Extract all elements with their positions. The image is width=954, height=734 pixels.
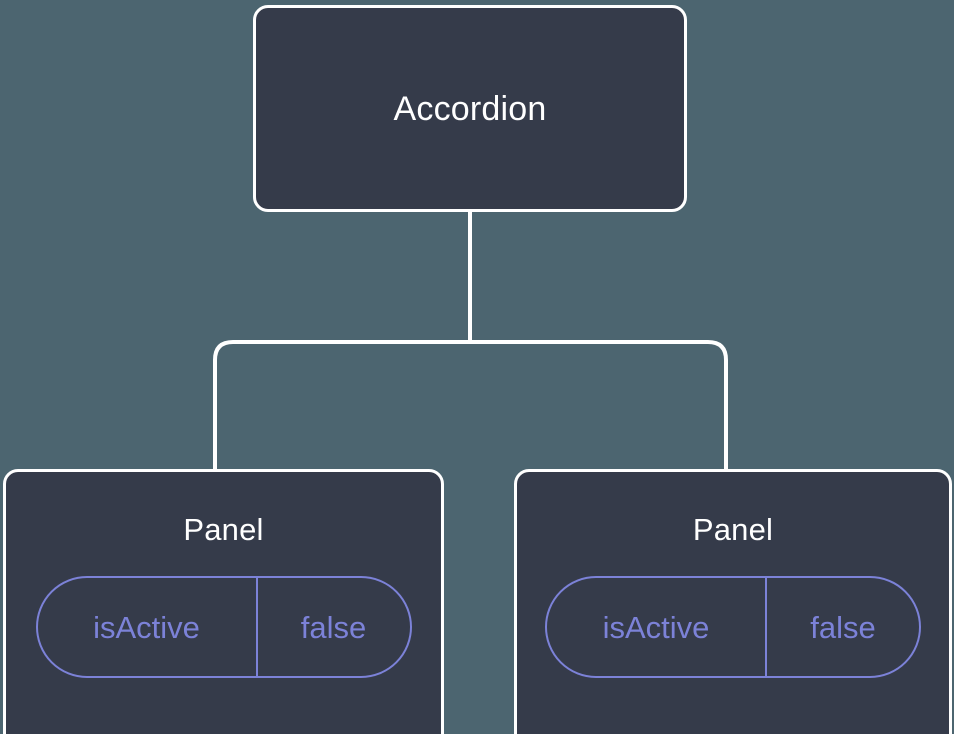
node-accordion-label: Accordion	[393, 89, 547, 128]
edge-root-to-panel-1	[213, 340, 470, 472]
prop-key-panel-2: isActive	[602, 609, 710, 645]
node-panel-2[interactable]: Panel isActive false	[514, 469, 952, 734]
node-accordion[interactable]: Accordion	[253, 5, 687, 212]
prop-key-panel-1: isActive	[93, 609, 200, 645]
prop-divider-panel-1	[255, 578, 258, 676]
prop-divider-panel-2	[765, 578, 767, 676]
prop-value-panel-1: false	[300, 609, 367, 645]
node-panel-2-label: Panel	[692, 512, 774, 547]
edge-root-to-panel-2	[470, 340, 728, 472]
prop-value-panel-2: false	[810, 609, 876, 645]
prop-pill-panel-2[interactable]: isActive false	[545, 576, 921, 678]
node-panel-1[interactable]: Panel isActive false	[3, 469, 444, 734]
prop-pill-panel-1[interactable]: isActive false	[35, 576, 412, 678]
node-panel-1-label: Panel	[183, 512, 264, 547]
